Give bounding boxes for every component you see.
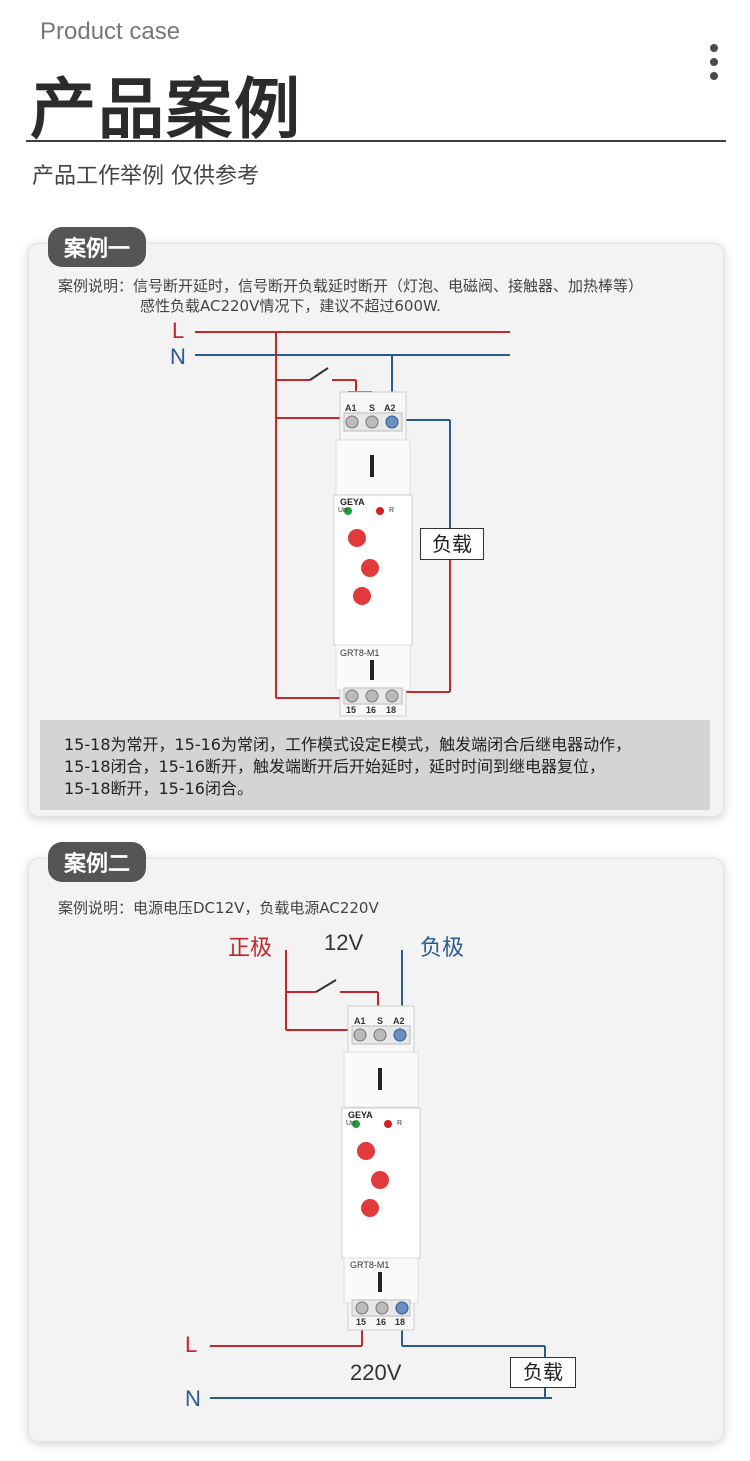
case1-explanation-line1: 15-18为常开，15-16为常闭，工作模式设定E模式，触发端闭合后继电器动作， <box>64 735 632 754</box>
case2-label-12v: 12V <box>324 930 364 955</box>
case1-explanation-box: 15-18为常开，15-16为常闭，工作模式设定E模式，触发端闭合后继电器动作，… <box>40 720 710 810</box>
case1-led-un: Un <box>338 507 347 514</box>
case1-terminal-15: 15 <box>346 705 357 715</box>
reference-note: 产品工作举例 仅供参考 <box>32 164 259 189</box>
case1-terminal-A1: A1 <box>345 403 357 413</box>
case2-tag: 案例二 <box>48 842 147 882</box>
page-title: 产品案例 <box>30 71 302 148</box>
case2-terminal-16: 16 <box>376 1317 387 1327</box>
case2-brand-logo: GEYA <box>348 1110 373 1120</box>
case2-label-negative: 负极 <box>420 935 465 960</box>
case1-terminal-18: 18 <box>386 705 397 715</box>
case1-desc-line1: 案例说明：信号断开延时，信号断开负载延时断开（灯泡、电磁阀、接触器、加热棒等） <box>58 277 644 295</box>
subtitle-en: Product case <box>40 18 181 45</box>
case2-load-box: 负载 <box>510 1357 576 1388</box>
case1-relay-device <box>333 391 413 717</box>
case1-desc-line2: 感性负载AC220V情况下，建议不超过600W. <box>140 297 441 315</box>
case1-terminal-A2: A2 <box>384 403 396 413</box>
more-vertical-icon[interactable] <box>706 44 722 88</box>
case2-terminal-A1: A1 <box>354 1016 366 1026</box>
case2-desc: 案例说明：电源电压DC12V，负载电源AC220V <box>58 899 379 917</box>
case1-explanation-line2: 15-18闭合，15-16断开，触发端断开后开始延时，延时时间到继电器复位， <box>64 757 605 776</box>
case2-led-un: Un <box>346 1120 355 1127</box>
case1-model-label: GRT8-M1 <box>340 648 380 658</box>
case2-label-positive: 正极 <box>228 935 273 960</box>
title-divider <box>26 140 726 142</box>
case2-relay-device <box>341 1005 421 1331</box>
case1-terminal-16: 16 <box>366 705 377 715</box>
case1-led-r: R <box>389 507 395 514</box>
case2-label-L: L <box>185 1332 198 1357</box>
case2-led-r: R <box>397 1120 403 1127</box>
case2-terminal-A2: A2 <box>393 1016 405 1026</box>
case1-terminal-S: S <box>369 403 376 413</box>
case2-terminal-18: 18 <box>395 1317 406 1327</box>
case1-tag: 案例一 <box>48 227 147 267</box>
case1-brand-logo: GEYA <box>340 497 365 507</box>
case1-explanation-line3: 15-18断开，15-16闭合。 <box>64 779 253 798</box>
case2-model-label: GRT8-M1 <box>350 1260 390 1270</box>
case2-label-N: N <box>185 1386 201 1411</box>
case1-load-box: 负载 <box>420 528 484 560</box>
case1-label-N: N <box>170 344 186 369</box>
case2-label-220v: 220V <box>350 1360 402 1385</box>
case2-terminal-S: S <box>377 1016 384 1026</box>
case1-label-L: L <box>172 318 185 343</box>
case2-terminal-15: 15 <box>356 1317 367 1327</box>
